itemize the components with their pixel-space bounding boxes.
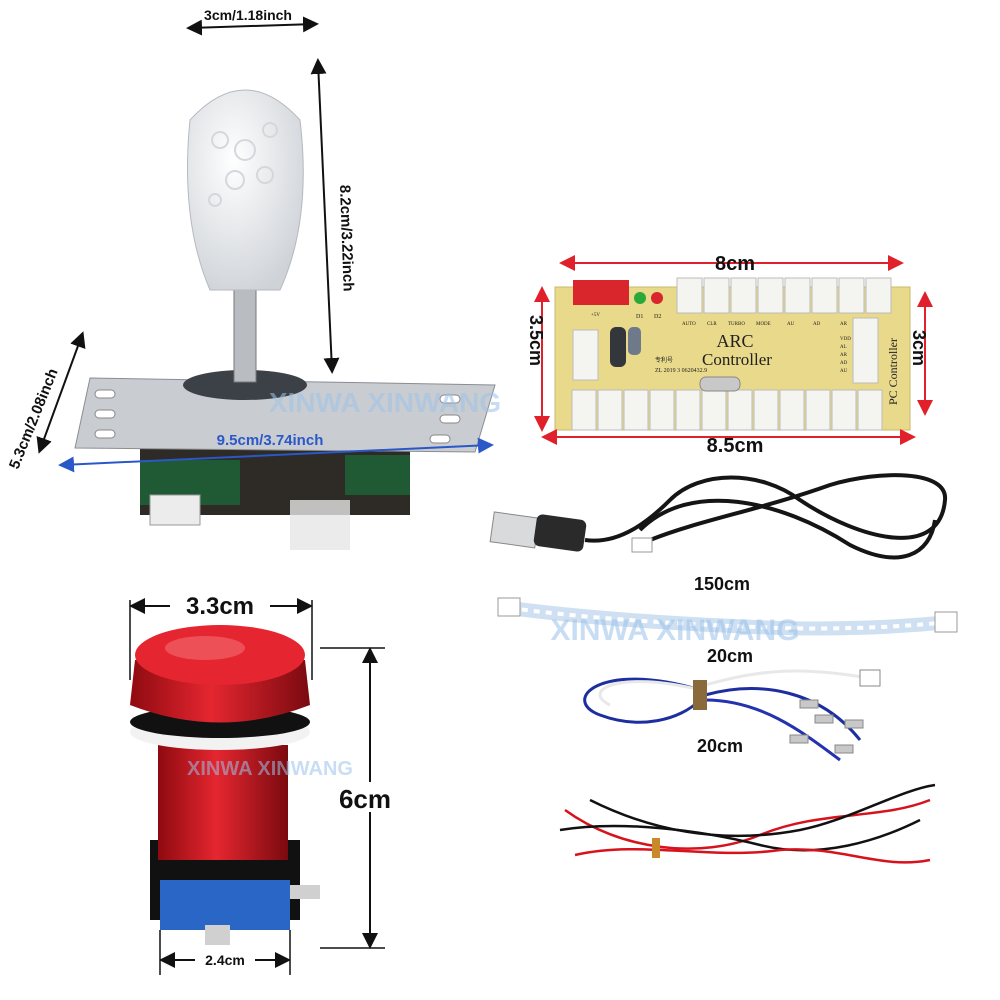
watermark-3: XINWA XINWANG: [187, 758, 353, 780]
pin-label: TURBO: [728, 322, 745, 327]
joystick-plate-label: 9.5cm/3.74inch: [217, 432, 324, 449]
led-label: D2: [654, 314, 661, 320]
joystick: [74, 89, 496, 550]
watermark: XINWA XINWANG: [269, 387, 501, 418]
board-height-left-label: 3.5cm: [526, 315, 546, 366]
board-width-bottom-label: 8.5cm: [707, 435, 764, 457]
pin-label: AL: [840, 345, 847, 350]
patent-text: 专利号: [655, 356, 673, 364]
led-label: D1: [636, 314, 643, 320]
encoder-board: ARC Controller PC Controller 专利号 ZL 2019…: [554, 277, 911, 431]
pin-label: AU: [787, 322, 795, 327]
power-label: +5V: [591, 313, 600, 318]
pin-label: VDD: [840, 337, 851, 342]
button-height-label: 6cm: [339, 784, 391, 814]
joystick-height-label: 8.2cm/3.22inch: [336, 185, 357, 292]
button-base-label: 2.4cm: [205, 952, 245, 968]
ribbon-cable: [497, 597, 958, 636]
button-width-label: 3.3cm: [186, 593, 254, 620]
serial-text: ZL 2019 3 0620432.9: [655, 368, 707, 374]
pin-label: CLR: [707, 322, 717, 327]
pin-label: AD: [813, 322, 821, 327]
pin-label: AU: [840, 369, 848, 374]
usb-cable: [489, 473, 948, 560]
pin-label: AD: [840, 361, 848, 366]
pin-label: AR: [840, 353, 848, 358]
pin-label: MODE: [756, 322, 771, 327]
board-width-top-label: 8cm: [715, 253, 755, 275]
blue-wire-harness: [583, 669, 881, 762]
pin-label: AR: [840, 322, 848, 327]
board-title: ARC: [716, 331, 753, 351]
wire-harness-length: 20cm: [697, 736, 743, 756]
red-wire-harness: [559, 783, 936, 864]
joystick-width-label: 3cm/1.18inch: [204, 7, 292, 23]
board-subtitle: Controller: [702, 350, 772, 369]
watermark-2: XINWA XINWANG: [551, 614, 800, 647]
usb-cable-length: 150cm: [694, 574, 750, 594]
pin-label: AUTO: [682, 322, 696, 327]
ribbon-cable-length: 20cm: [707, 646, 753, 666]
board-side-text: PC Controller: [886, 338, 900, 405]
joystick-depth-label: 5.3cm/2.08inch: [6, 366, 62, 471]
board-height-right-label: 3cm: [909, 330, 929, 366]
arcade-button: [130, 625, 320, 945]
bubble-ball-top: [187, 89, 304, 291]
